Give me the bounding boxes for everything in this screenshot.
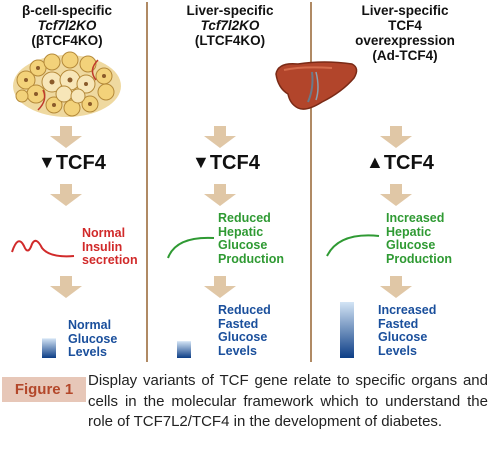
column-1-header: β-cell-specific Tcf7l2KO (βTCF4KO): [0, 3, 134, 48]
column-2-header-line-3: (LTCF4KO): [194, 33, 266, 48]
column-2-header: Liver-specific Tcf7l2KO (LTCF4KO): [160, 3, 300, 48]
insulin-secretion-curve: [11, 239, 75, 258]
column-3-effect-line-1: Increased: [386, 211, 445, 225]
column-2-outcome-line-3: Glucose: [218, 330, 268, 344]
column-3-tcf4-label: TCF4: [383, 152, 434, 174]
tan-down-arrow: [204, 276, 236, 298]
column-3-header: Liver-specific TCF4 overexpression (Ad-T…: [320, 3, 490, 63]
column-1-effect-line-2: Insulin: [82, 239, 123, 254]
column-1-header-line-1: β-cell-specific: [21, 3, 113, 18]
column-3-effect-line-2: Hepatic: [386, 224, 432, 239]
column-3-outcome-line-2: Fasted: [378, 316, 419, 331]
down-triangle-icon: ▼: [38, 152, 56, 172]
tan-down-arrow: [380, 276, 412, 298]
column-3-header-line-3: overexpression: [355, 33, 455, 48]
glucose-production-curve: [167, 236, 215, 259]
tan-down-arrow: [50, 276, 82, 298]
liver-illustration: [275, 61, 358, 110]
column-1-outcome-line-1: Normal: [68, 318, 112, 332]
glucose-level-bar-2: [177, 341, 191, 358]
column-3-tcf4: ▲TCF4: [366, 152, 434, 175]
column-2-outcome-line-4: Levels: [218, 343, 257, 358]
column-3-header-line-4: (Ad-TCF4): [372, 48, 438, 63]
column-1-header-line-2: Tcf7l2KO: [37, 18, 97, 33]
column-3-outcome: Increased Fasted Glucose Levels: [378, 303, 437, 358]
column-1-effect: Normal Insulin secretion: [82, 226, 138, 268]
tan-down-arrow: [380, 126, 412, 148]
column-2-outcome-line-1: Reduced: [218, 303, 271, 317]
column-3-effect-line-3: Glucose: [386, 238, 436, 252]
column-1-outcome: Normal Glucose Levels: [68, 318, 118, 360]
column-2-effect-line-3: Glucose: [218, 238, 268, 252]
column-2-effect-line-1: Reduced: [218, 211, 271, 225]
tan-down-arrow: [50, 126, 82, 148]
glucose-level-bars: [42, 302, 354, 358]
column-2-effect-line-4: Production: [218, 251, 284, 266]
glucose-level-bar-1: [42, 338, 56, 358]
column-3-effect: Increased Hepatic Glucose Production: [386, 211, 452, 266]
column-3-effect-line-4: Production: [386, 251, 452, 266]
column-3-outcome-line-4: Levels: [378, 343, 417, 358]
down-triangle-icon: ▼: [192, 152, 210, 172]
column-divider-1: [146, 2, 148, 362]
tan-down-arrow: [204, 184, 236, 206]
tan-down-arrow: [380, 184, 412, 206]
column-1-effect-line-3: secretion: [82, 253, 138, 267]
column-1-tcf4: ▼TCF4: [38, 152, 106, 175]
column-2-tcf4-label: TCF4: [209, 152, 260, 174]
glucose-level-bar-3: [340, 302, 354, 358]
column-1-effect-line-1: Normal: [82, 226, 126, 240]
column-3-outcome-line-3: Glucose: [378, 330, 428, 344]
column-2-outcome-line-2: Fasted: [218, 316, 259, 331]
figure-label: Figure 1: [2, 377, 86, 402]
column-3-header-line-1: Liver-specific: [361, 3, 449, 18]
column-3-header-line-2: TCF4: [388, 18, 422, 33]
column-1-outcome-line-3: Levels: [68, 345, 107, 359]
column-1-outcome-line-2: Glucose: [68, 331, 118, 346]
glucose-production-curve: [326, 234, 380, 257]
pancreatic-islet-illustration: [13, 51, 121, 117]
up-triangle-icon: ▲: [366, 152, 384, 172]
column-2-effect: Reduced Hepatic Glucose Production: [218, 211, 284, 266]
column-2-header-line-2: Tcf7l2KO: [200, 18, 260, 33]
column-divider-2: [310, 2, 312, 362]
column-1-header-line-3: (βTCF4KO): [31, 33, 103, 48]
tan-down-arrow: [204, 126, 236, 148]
column-1-tcf4-label: TCF4: [55, 152, 106, 174]
figure-caption: Display variants of TCF gene relate to s…: [88, 372, 488, 430]
column-2-header-line-1: Liver-specific: [186, 3, 274, 18]
tan-down-arrow: [50, 184, 82, 206]
column-2-effect-line-2: Hepatic: [218, 224, 264, 239]
column-2-outcome: Reduced Fasted Glucose Levels: [218, 303, 271, 358]
column-2-tcf4: ▼TCF4: [192, 152, 260, 175]
column-3-outcome-line-1: Increased: [378, 303, 437, 317]
